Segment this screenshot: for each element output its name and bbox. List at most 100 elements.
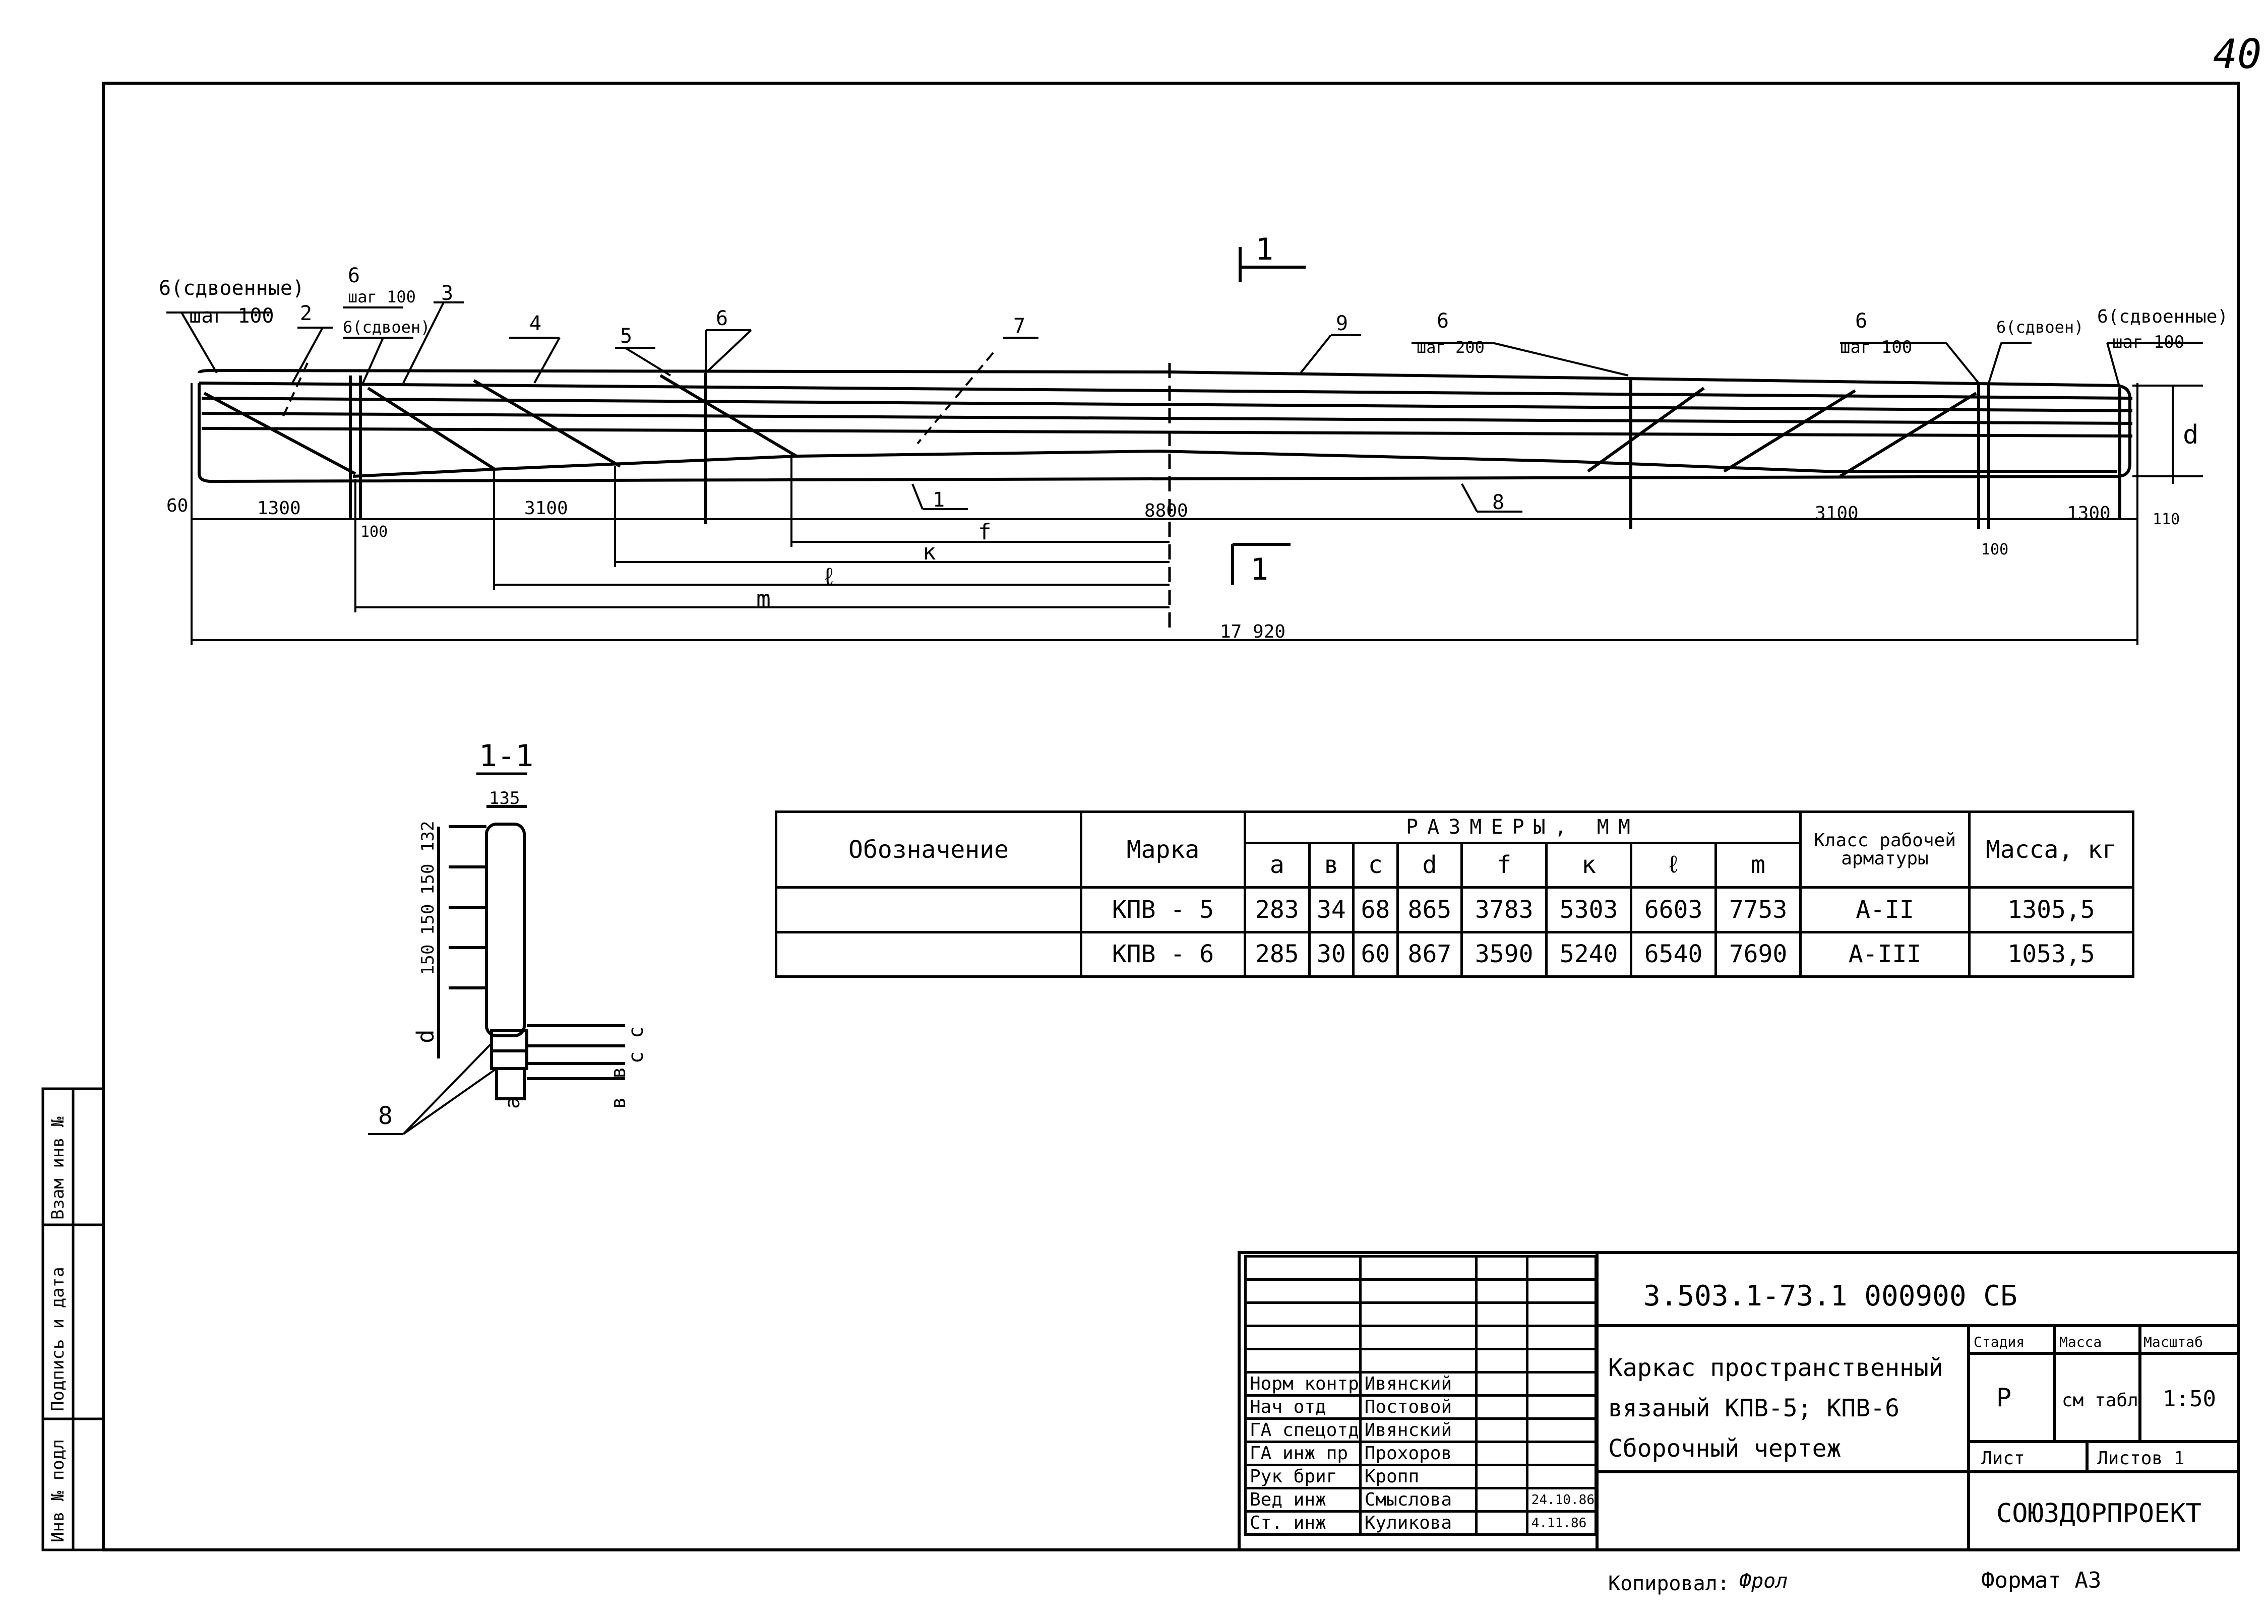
svg-text:1: 1 [1250, 552, 1268, 587]
svg-text:Стадия: Стадия [1974, 1334, 2025, 1350]
svg-text:1300: 1300 [257, 498, 301, 519]
svg-text:см табл: см табл [2062, 1390, 2138, 1411]
col-b: в [1308, 841, 1355, 889]
svg-text:Копировал:: Копировал: [1608, 1572, 1730, 1595]
svg-text:Сборочный чертеж: Сборочный чертеж [1608, 1434, 1841, 1463]
svg-text:c: c [625, 1026, 648, 1038]
svg-text:3: 3 [441, 282, 453, 305]
drawing-frame [102, 82, 2240, 1551]
svg-text:3.503.1-73.1 000900 СБ: 3.503.1-73.1 000900 СБ [1643, 1280, 2017, 1313]
svg-text:4: 4 [529, 312, 541, 335]
svg-text:m: m [756, 585, 771, 613]
svg-text:3100: 3100 [1815, 503, 1859, 524]
section-1-1 [437, 805, 625, 1100]
cage-elevation [198, 368, 2133, 529]
svg-text:135: 135 [489, 788, 520, 808]
svg-text:d: d [412, 1029, 439, 1043]
col-sizes: РАЗМЕРЫ, ММ [1244, 810, 1802, 844]
svg-text:6: 6 [348, 264, 360, 287]
svg-text:6(сдвоенные): 6(сдвоенные) [159, 277, 304, 300]
svg-text:100: 100 [360, 523, 388, 541]
svg-text:60: 60 [166, 495, 188, 516]
svg-text:1: 1 [1255, 232, 1273, 267]
sizes-table: Обозначение Марка РАЗМЕРЫ, ММ Класс рабо… [775, 810, 2134, 978]
svg-text:110: 110 [2153, 511, 2180, 528]
col-a: a [1244, 841, 1311, 889]
table-row: КПВ - 6 285 30 60 867 3590 5240 6540 769… [775, 930, 2134, 978]
side-label-signature: Подпись и дата [48, 1267, 68, 1411]
svg-text:шаг 200: шаг 200 [1417, 338, 1485, 357]
svg-text:132: 132 [418, 821, 438, 852]
svg-text:СОЮЗДОРПРОЕКТ: СОЮЗДОРПРОЕКТ [1996, 1498, 2201, 1529]
table-row: КПВ - 5 283 34 68 865 3783 5303 6603 775… [775, 886, 2134, 933]
svg-text:6(сдвоенные): 6(сдвоенные) [2097, 306, 2228, 327]
svg-text:8: 8 [378, 1102, 393, 1130]
svg-text:100: 100 [1981, 541, 2008, 558]
svg-text:Каркас пространственный: Каркас пространственный [1608, 1354, 1943, 1382]
svg-text:f: f [978, 519, 992, 545]
svg-text:9: 9 [1336, 312, 1348, 335]
svg-text:d: d [2183, 420, 2198, 450]
svg-text:Масштаб: Масштаб [2143, 1334, 2203, 1350]
section-mark-bottom [1231, 543, 1291, 585]
svg-text:в: в [607, 1097, 630, 1109]
svg-text:6: 6 [1855, 309, 1867, 333]
svg-text:7: 7 [1013, 315, 1025, 338]
svg-text:Р: Р [1996, 1383, 2011, 1412]
svg-text:1: 1 [933, 488, 945, 512]
svg-text:6: 6 [1437, 309, 1449, 333]
side-label-replace: Взам инв № [48, 1116, 68, 1220]
svg-text:2: 2 [300, 302, 312, 325]
svg-text:Листов 1: Листов 1 [2097, 1448, 2184, 1469]
svg-text:8: 8 [1492, 491, 1504, 514]
svg-text:5: 5 [620, 325, 632, 348]
svg-text:Масса: Масса [2059, 1334, 2102, 1350]
col-m: m [1714, 841, 1802, 889]
col-mark: Марка [1080, 810, 1246, 889]
col-c: c [1352, 841, 1399, 889]
svg-text:3100: 3100 [524, 498, 568, 519]
section-mark-top [1239, 247, 1306, 282]
col-l: ℓ [1630, 841, 1718, 889]
svg-text:в: в [607, 1067, 630, 1079]
svg-text:вязаный КПВ-5; КПВ-6: вязаный КПВ-5; КПВ-6 [1608, 1394, 1899, 1422]
col-designation: Обозначение [775, 810, 1082, 889]
svg-text:150: 150 [418, 864, 438, 895]
svg-text:6(сдвоен): 6(сдвоен) [1996, 318, 2083, 337]
col-class: Класс рабочей арматуры [1799, 810, 1971, 889]
svg-text:150: 150 [418, 904, 438, 935]
col-mass: Масса, кг [1968, 810, 2134, 889]
title-block-frame [1238, 1251, 2240, 1551]
svg-text:8800: 8800 [1144, 501, 1188, 521]
svg-text:17 920: 17 920 [1220, 621, 1285, 642]
svg-text:1:50: 1:50 [2163, 1386, 2216, 1412]
svg-text:c: c [625, 1051, 648, 1064]
col-k: к [1545, 841, 1633, 889]
col-f: f [1460, 841, 1548, 889]
svg-text:a: a [501, 1097, 524, 1109]
sheet-number: 40 [2213, 31, 2261, 78]
svg-text:шаг 100: шаг 100 [2112, 332, 2184, 352]
svg-text:шаг 100: шаг 100 [189, 304, 274, 328]
svg-text:Формат А3: Формат А3 [1981, 1568, 2101, 1593]
svg-text:Фрол: Фрол [1739, 1570, 1788, 1593]
svg-text:150: 150 [418, 945, 438, 975]
col-d: d [1396, 841, 1463, 889]
svg-text:ℓ: ℓ [822, 563, 836, 591]
svg-text:1300: 1300 [2067, 503, 2111, 524]
side-label-inv: Инв № подл [48, 1439, 68, 1542]
svg-text:Лист: Лист [1981, 1448, 2025, 1469]
svg-text:шаг 100: шаг 100 [348, 287, 416, 306]
svg-text:к: к [923, 539, 936, 565]
stamp-text: 3.503.1-73.1 000900 СБ Каркас пространст… [1608, 1280, 2216, 1595]
svg-text:6(сдвоен): 6(сдвоен) [343, 318, 430, 337]
